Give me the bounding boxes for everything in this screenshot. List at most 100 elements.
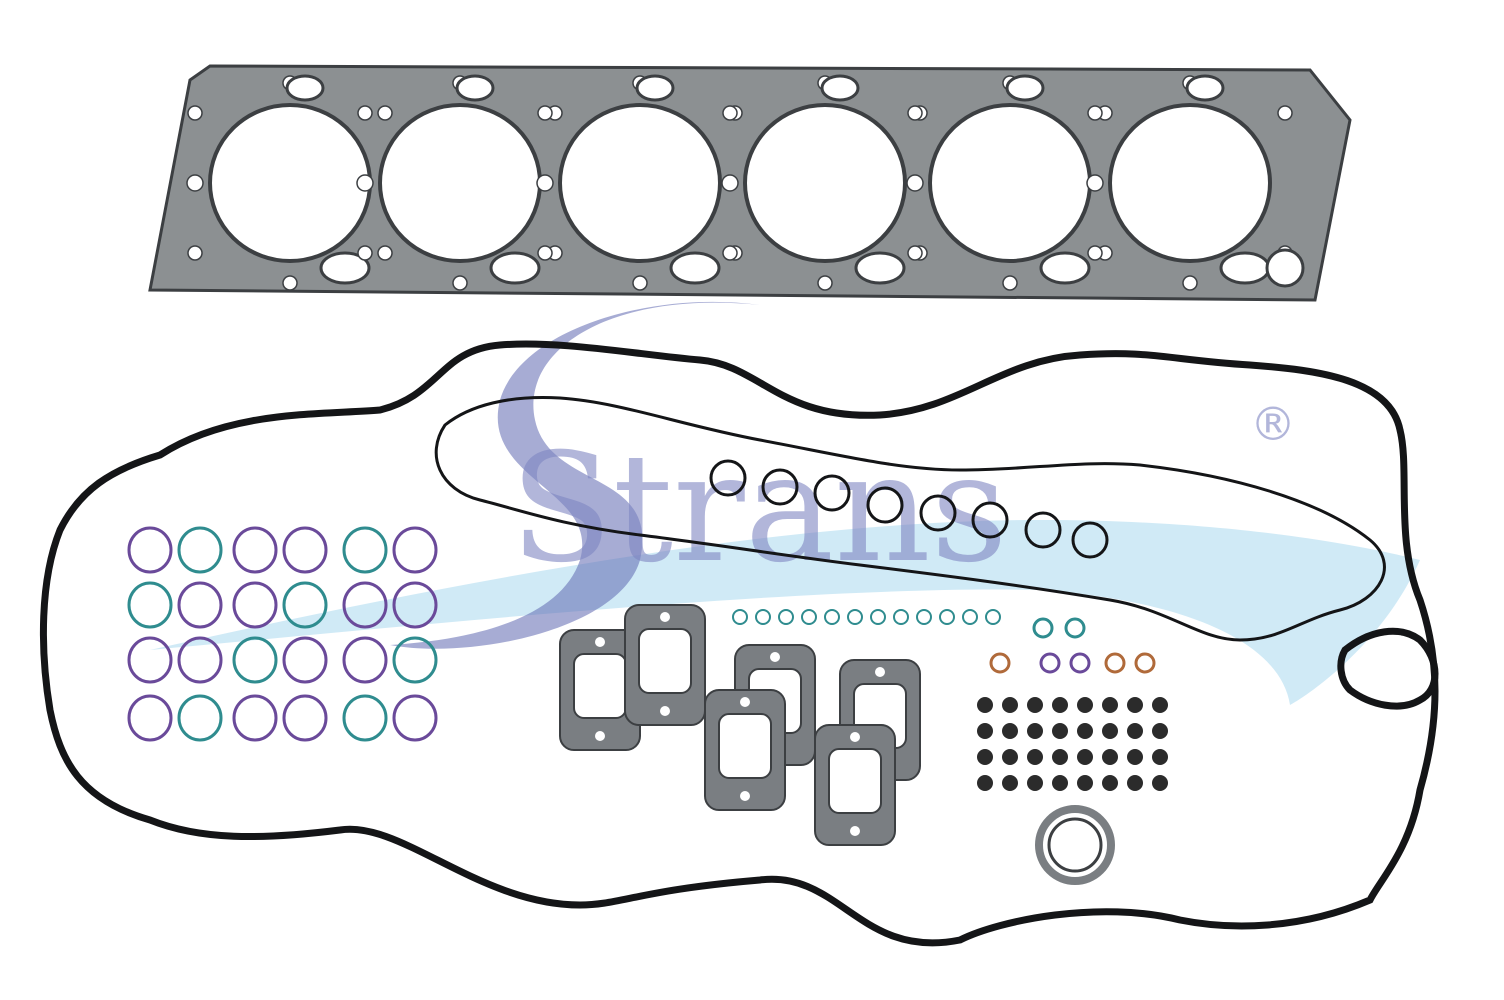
coolant-port [285, 74, 325, 102]
o-ring [282, 581, 328, 629]
valve-stem-seal [1027, 723, 1043, 739]
bolt-hole [817, 275, 833, 291]
small-washer [755, 609, 771, 625]
bolt-hole [282, 275, 298, 291]
valve-stem-seal [1127, 775, 1143, 791]
coolant-port [1005, 74, 1045, 102]
exhaust-manifold-gaskets [559, 604, 921, 846]
valve-stem-seal [1002, 697, 1018, 713]
washer [1064, 617, 1086, 639]
cylinder-bore [1108, 103, 1272, 263]
o-ring [392, 581, 438, 629]
valve-stem-seal [1077, 697, 1093, 713]
misc-seals [989, 617, 1156, 674]
grommet [1024, 511, 1062, 549]
small-washer [870, 609, 886, 625]
bolt-hole [187, 245, 203, 261]
valve-stem-seal [1077, 775, 1093, 791]
washer [1039, 652, 1061, 674]
o-ring [342, 526, 388, 574]
valve-stem-seal [977, 749, 993, 765]
watermark-swoosh [150, 520, 1420, 705]
bolt-hole [1087, 245, 1103, 261]
coolant-port [820, 74, 860, 102]
valve-stem-seal [1127, 749, 1143, 765]
o-ring [342, 694, 388, 742]
valve-stem-seal [1052, 697, 1068, 713]
manifold-gasket [704, 689, 786, 811]
o-ring [127, 581, 173, 629]
bolt-hole [722, 105, 738, 121]
valve-stem-seal [1077, 749, 1093, 765]
valve-stem-seal [1102, 723, 1118, 739]
o-ring [282, 526, 328, 574]
bolt-hole [1277, 105, 1293, 121]
bolt-hole [907, 105, 923, 121]
o-ring [127, 636, 173, 684]
coolant-port [319, 251, 371, 285]
valve-stem-seal [1152, 723, 1168, 739]
o-ring [177, 581, 223, 629]
oil-pan-gasket [39, 340, 1439, 947]
grommet [1071, 521, 1109, 559]
small-washer [962, 609, 978, 625]
o-ring [342, 581, 388, 629]
o-ring [392, 694, 438, 742]
bolt-hole [632, 275, 648, 291]
valve-stem-seal [1102, 749, 1118, 765]
small-washer [824, 609, 840, 625]
valve-stem-seal [977, 775, 993, 791]
bolt-hole [1087, 105, 1103, 121]
grommet [761, 468, 799, 506]
o-ring [177, 694, 223, 742]
o-ring [392, 526, 438, 574]
small-washers [732, 609, 1001, 625]
valve-stem-seal [1052, 749, 1068, 765]
valve-stem-seal [1102, 775, 1118, 791]
valve-stem-seal [1027, 749, 1043, 765]
bolt-hole [537, 105, 553, 121]
valve-stem-seal [1102, 697, 1118, 713]
coolant-port [854, 251, 906, 285]
bolt-hole [357, 105, 373, 121]
bolt-hole [536, 174, 554, 192]
bolt-hole [187, 105, 203, 121]
washer [1134, 652, 1156, 674]
o-ring [282, 636, 328, 684]
washer [1069, 652, 1091, 674]
manifold-gasket [624, 604, 706, 726]
o-ring [392, 636, 438, 684]
valve-stem-seal [1127, 697, 1143, 713]
coolant-port [1219, 251, 1271, 285]
bolt-hole [377, 105, 393, 121]
o-ring [232, 694, 278, 742]
coolant-port [1039, 251, 1091, 285]
small-washer [939, 609, 955, 625]
washer [1104, 652, 1126, 674]
valve-stem-seal [1052, 723, 1068, 739]
oil-filter-gasket [1337, 627, 1439, 710]
coolant-port [1185, 74, 1225, 102]
o-ring [177, 636, 223, 684]
injector-o-rings [127, 526, 438, 742]
valve-stem-seal [1152, 697, 1168, 713]
bolt-hole [906, 174, 924, 192]
washer [1032, 617, 1054, 639]
grommet [866, 486, 904, 524]
watermark-text: Strans [510, 422, 1008, 596]
valve-cover-grommets [709, 459, 1109, 559]
bolt-hole [357, 245, 373, 261]
cylinder-bore [743, 103, 907, 263]
registered-mark: ® [1250, 397, 1296, 451]
grommet [919, 494, 957, 532]
bolt-hole [907, 245, 923, 261]
o-ring [342, 636, 388, 684]
valve-stem-seal [1027, 775, 1043, 791]
bolt-hole [186, 174, 204, 192]
coolant-port [1265, 248, 1305, 288]
cylinder-head-gasket [148, 64, 1352, 302]
valve-stem-seal [977, 697, 993, 713]
valve-stem-seal [1077, 723, 1093, 739]
coolant-port [455, 74, 495, 102]
